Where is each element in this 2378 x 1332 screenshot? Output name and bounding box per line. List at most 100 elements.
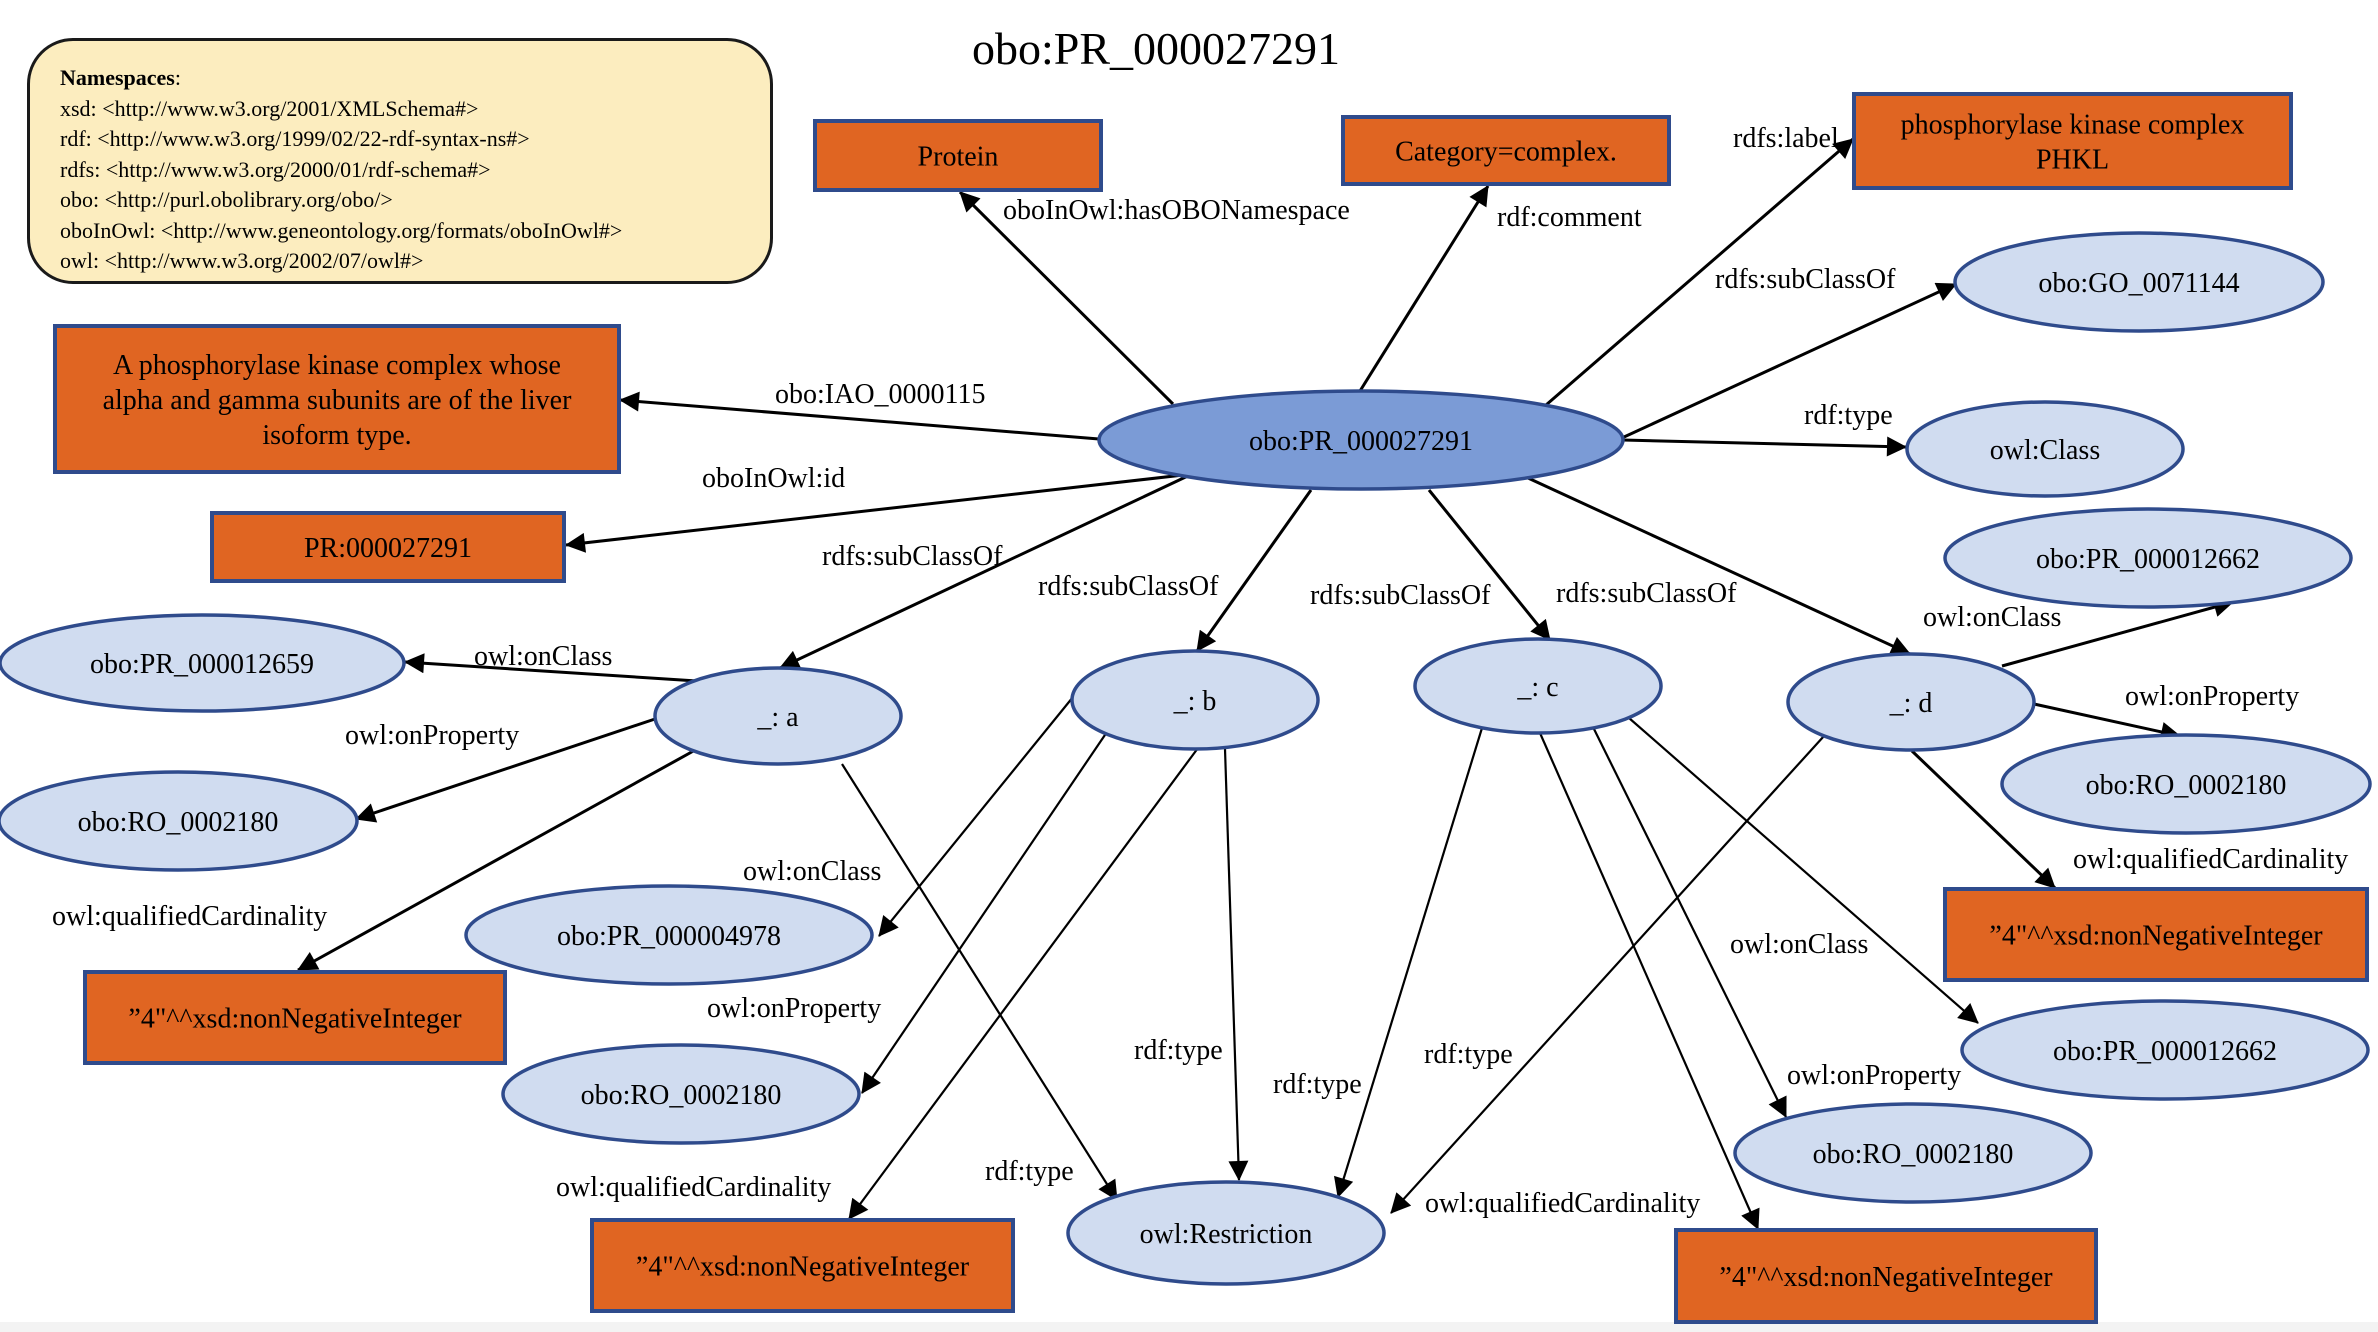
edge-type <box>1622 436 1907 457</box>
edge-label: rdf:comment <box>1497 202 1642 233</box>
edge-a-type <box>841 763 1118 1201</box>
node-label: Protein <box>918 141 999 172</box>
node-protein: Protein <box>813 119 1103 192</box>
namespaces-heading-text: Namespaces <box>60 65 175 90</box>
resource-ellipse <box>1943 507 2353 609</box>
edge-c-class <box>1628 717 1979 1024</box>
resource-ellipse <box>1960 999 2370 1101</box>
namespace-iri: <http://purl.obolibrary.org/obo/> <box>104 187 393 212</box>
edge-go <box>1623 282 1957 439</box>
edge-label: rdf:type <box>1424 1039 1513 1070</box>
namespaces-heading: Namespaces: <box>60 65 181 90</box>
namespace-entry: obo: <http://purl.obolibrary.org/obo/> <box>60 185 770 216</box>
edge-label: oboInOwl:id <box>702 463 845 494</box>
namespace-iri: <http://www.geneontology.org/formats/obo… <box>160 217 623 243</box>
node-b-class: obo:PR_000004978 <box>464 884 874 986</box>
namespace-entry: oboInOwl: <http://www.geneontology.org/f… <box>60 216 770 247</box>
resource-ellipse <box>1786 652 2036 752</box>
node-label: PR:000027291 <box>304 533 472 564</box>
edge-ns <box>958 190 1175 406</box>
node-a-card: ”4"^^xsd:nonNegativeInteger <box>83 970 507 1065</box>
namespace-prefix: rdf: <box>60 126 92 151</box>
node-a-prop: obo:RO_0002180 <box>0 770 359 872</box>
namespace-prefix: owl: <box>60 248 100 273</box>
edge-label: owl:qualifiedCardinality <box>52 901 327 932</box>
literal-box <box>813 119 1103 192</box>
edge-label: rdfs:label <box>1733 123 1839 154</box>
node-label: obo:PR_000027291 <box>1249 426 1473 457</box>
node-label: obo:RO_0002180 <box>2086 770 2287 801</box>
resource-ellipse <box>2000 733 2372 835</box>
edge-label: rdf:type <box>1273 1069 1362 1100</box>
edge-label: owl:qualifiedCardinality <box>1425 1188 1700 1219</box>
edge-b-prop <box>861 728 1110 1094</box>
edge-sb <box>1195 489 1313 652</box>
node-label: owl:Class <box>1990 435 2100 466</box>
node-a: _: a <box>653 666 903 766</box>
namespace-entry: rdfs: <http://www.w3.org/2000/01/rdf-sch… <box>60 155 770 186</box>
node-label: obo:PR_000004978 <box>557 921 781 952</box>
node-go: obo:GO_0071144 <box>1953 231 2325 333</box>
namespace-entry: xsd: <http://www.w3.org/2001/XMLSchema#> <box>60 94 770 125</box>
literal-box <box>53 324 621 474</box>
edge-label: rdfs:subClassOf <box>1038 571 1219 602</box>
edge-b-class <box>878 696 1074 937</box>
edge-def <box>619 391 1100 441</box>
node-label: ”4"^^xsd:nonNegativeInteger <box>128 1003 462 1034</box>
edge-d-prop <box>2033 702 2181 742</box>
node-label: ”4"^^xsd:nonNegativeInteger <box>1719 1262 2053 1293</box>
resource-ellipse <box>1413 637 1663 735</box>
node-d-card: ”4"^^xsd:nonNegativeInteger <box>1943 887 2369 982</box>
node-label: _: c <box>1516 672 1558 703</box>
edge-label: owl:onClass <box>743 856 881 887</box>
edge-c-card <box>1538 732 1760 1230</box>
edge-sc <box>1427 489 1552 641</box>
edge-d-class <box>2001 597 2234 668</box>
resource-ellipse <box>501 1043 861 1145</box>
focus-class-ellipse <box>1097 389 1625 491</box>
node-c-prop: obo:RO_0002180 <box>1733 1102 2093 1204</box>
edge-label: owl:onClass <box>474 641 612 672</box>
node-label: obo:RO_0002180 <box>581 1080 782 1111</box>
literal-box <box>210 511 566 583</box>
resource-ellipse <box>0 613 406 713</box>
edge-d-card <box>1910 749 2057 890</box>
edge-id <box>565 472 1193 553</box>
node-a-class: obo:PR_000012659 <box>0 613 406 713</box>
namespace-prefix: rdfs: <box>60 156 101 182</box>
node-label: A phosphorylase kinase complex whose <box>113 350 561 381</box>
namespace-iri: <http://www.w3.org/2002/07/owl#> <box>104 248 424 273</box>
edge-b-type <box>1223 748 1249 1181</box>
node-label: obo:RO_0002180 <box>1813 1139 2014 1170</box>
node-label: _: d <box>1889 688 1933 719</box>
node-label: alpha and gamma subunits are of the live… <box>103 385 573 416</box>
literal-box <box>1852 92 2293 190</box>
edge-a-card <box>297 747 698 972</box>
node-label: obo:PR_000012659 <box>90 649 314 680</box>
namespaces-box: Namespaces: xsd: <http://www.w3.org/2001… <box>27 38 773 284</box>
resource-ellipse <box>0 770 359 872</box>
edge-label: oboInOwl:hasOBONamespace <box>1003 195 1350 226</box>
bottom-strip <box>0 1322 2378 1332</box>
literal-box <box>1341 115 1671 186</box>
namespace-prefix: xsd: <box>60 95 97 121</box>
node-b-prop: obo:RO_0002180 <box>501 1043 861 1145</box>
node-c: _: c <box>1413 637 1663 735</box>
diagram-title: obo:PR_000027291 <box>971 23 1341 74</box>
resource-ellipse <box>1905 400 2185 498</box>
literal-box <box>1674 1228 2098 1324</box>
resource-ellipse <box>1733 1102 2093 1204</box>
literal-box <box>590 1218 1015 1313</box>
namespace-iri: <http://www.w3.org/2000/01/rdf-schema#> <box>105 156 491 182</box>
literal-box <box>83 970 507 1065</box>
edge-label <box>1545 137 1854 407</box>
node-label: ”4"^^xsd:nonNegativeInteger <box>1989 920 2323 951</box>
edge-label: rdfs:subClassOf <box>1715 264 1896 295</box>
node-c-card: ”4"^^xsd:nonNegativeInteger <box>1674 1228 2098 1324</box>
node-d-class: obo:PR_000012662 <box>1943 507 2353 609</box>
node-label: phosphorylase kinase complex <box>1901 109 2245 140</box>
edge-label: owl:onClass <box>1923 602 2061 633</box>
node-label: _: b <box>1173 686 1217 717</box>
